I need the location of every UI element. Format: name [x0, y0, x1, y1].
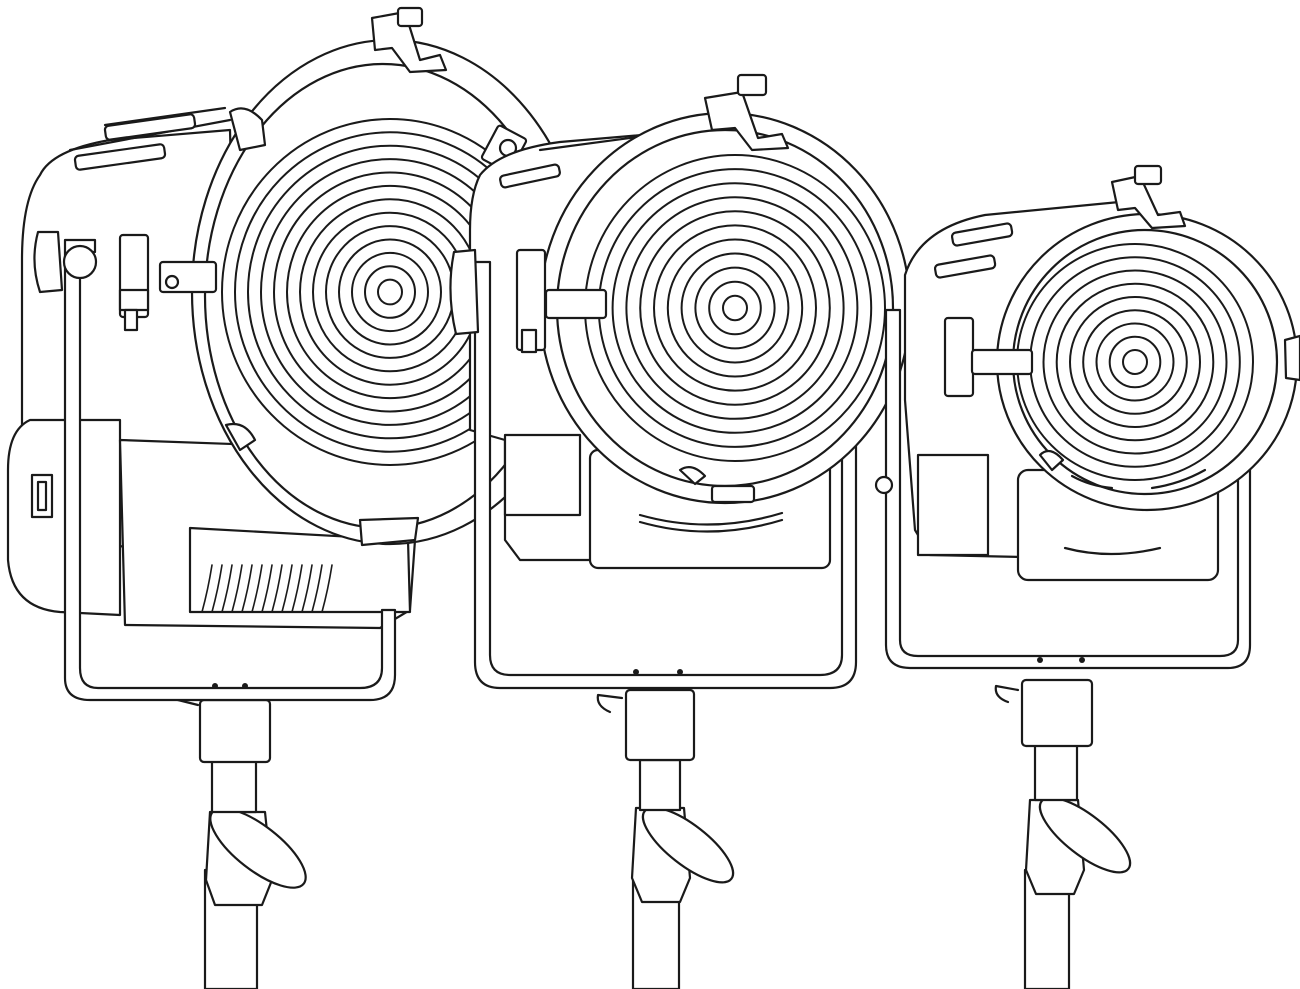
fresnel-lens-icon: [1016, 243, 1254, 481]
large-fresnel-fixture: [6, 6, 590, 989]
vent-slot: [251, 564, 263, 613]
fresnel-ring: [708, 280, 762, 336]
vent-slot: [301, 564, 313, 613]
fresnel-ring: [653, 224, 817, 392]
vent-slot: [271, 564, 283, 613]
fresnel-ring: [351, 251, 429, 333]
large-vent-slots: [201, 564, 333, 613]
medium-light-stand: [596, 688, 743, 989]
yoke-knob-icon[interactable]: [33, 230, 64, 294]
fresnel-ring: [625, 196, 845, 420]
vent-slot: [281, 564, 293, 613]
vent-slot: [201, 564, 213, 613]
fresnel-ring: [1042, 269, 1228, 455]
fresnel-ring: [1069, 296, 1201, 428]
barn-door-clip-icon[interactable]: [703, 90, 790, 152]
small-front: [943, 164, 1300, 512]
medium-fresnel-fixture: [449, 73, 912, 989]
vent-slot: [321, 564, 333, 613]
stand-knob[interactable]: [632, 795, 743, 894]
fresnel-ring: [694, 266, 776, 350]
stand-knob[interactable]: [1029, 785, 1140, 884]
yoke-knob-icon[interactable]: [449, 248, 480, 336]
fresnel-lens-icon: [584, 154, 886, 462]
vent-slot: [221, 564, 233, 613]
fresnel-ring: [611, 182, 859, 434]
fresnel-ring: [1108, 335, 1162, 389]
vent-slot: [311, 564, 323, 613]
vent-slot: [261, 564, 273, 613]
vent-slot: [211, 564, 223, 613]
fresnel-ring: [666, 238, 804, 378]
large-light-stand: [168, 696, 307, 989]
barn-door-clip-icon[interactable]: [370, 10, 448, 74]
fresnel-ring: [1122, 349, 1148, 375]
barn-door-clip-icon[interactable]: [1110, 174, 1187, 230]
fresnel-ring: [722, 294, 748, 322]
fresnel-ring: [639, 210, 831, 406]
vent-slot: [241, 564, 253, 613]
vent-slot: [291, 564, 303, 613]
large-yoke: [33, 230, 397, 702]
fresnel-ring: [338, 238, 442, 346]
medium-front: [515, 73, 912, 505]
fresnel-ring: [1082, 309, 1188, 415]
fresnel-ring: [680, 252, 790, 364]
small-fresnel-fixture: [874, 164, 1300, 989]
fresnel-ring: [364, 265, 416, 319]
fresnel-ring: [377, 278, 403, 306]
vent-slot: [231, 564, 243, 613]
small-light-stand: [994, 678, 1140, 989]
fresnel-ring: [1095, 322, 1175, 402]
fresnel-ring: [1055, 282, 1215, 442]
